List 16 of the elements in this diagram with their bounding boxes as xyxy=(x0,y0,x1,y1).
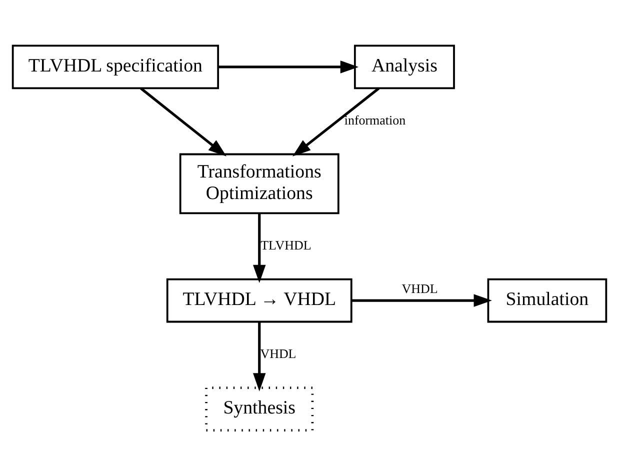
node-box: TLVHDL → VHDL xyxy=(166,278,352,323)
arrow xyxy=(140,87,226,156)
node-box: Analysis xyxy=(354,44,455,90)
arrow xyxy=(352,294,492,307)
node-box: Transformations Optimizations xyxy=(179,153,340,214)
arrow xyxy=(218,60,359,74)
node-box: Synthesis xyxy=(205,386,314,432)
node-box: TLVHDL specification xyxy=(12,44,220,90)
arrow xyxy=(253,214,266,284)
edge-label: VHDL xyxy=(260,346,296,362)
node-box: Simulation xyxy=(487,278,608,323)
edge-label: information xyxy=(344,112,406,128)
arrow xyxy=(253,322,266,392)
edge-label: TLVHDL xyxy=(260,238,312,253)
arrow xyxy=(292,87,380,156)
edge-label: VHDL xyxy=(402,281,438,296)
